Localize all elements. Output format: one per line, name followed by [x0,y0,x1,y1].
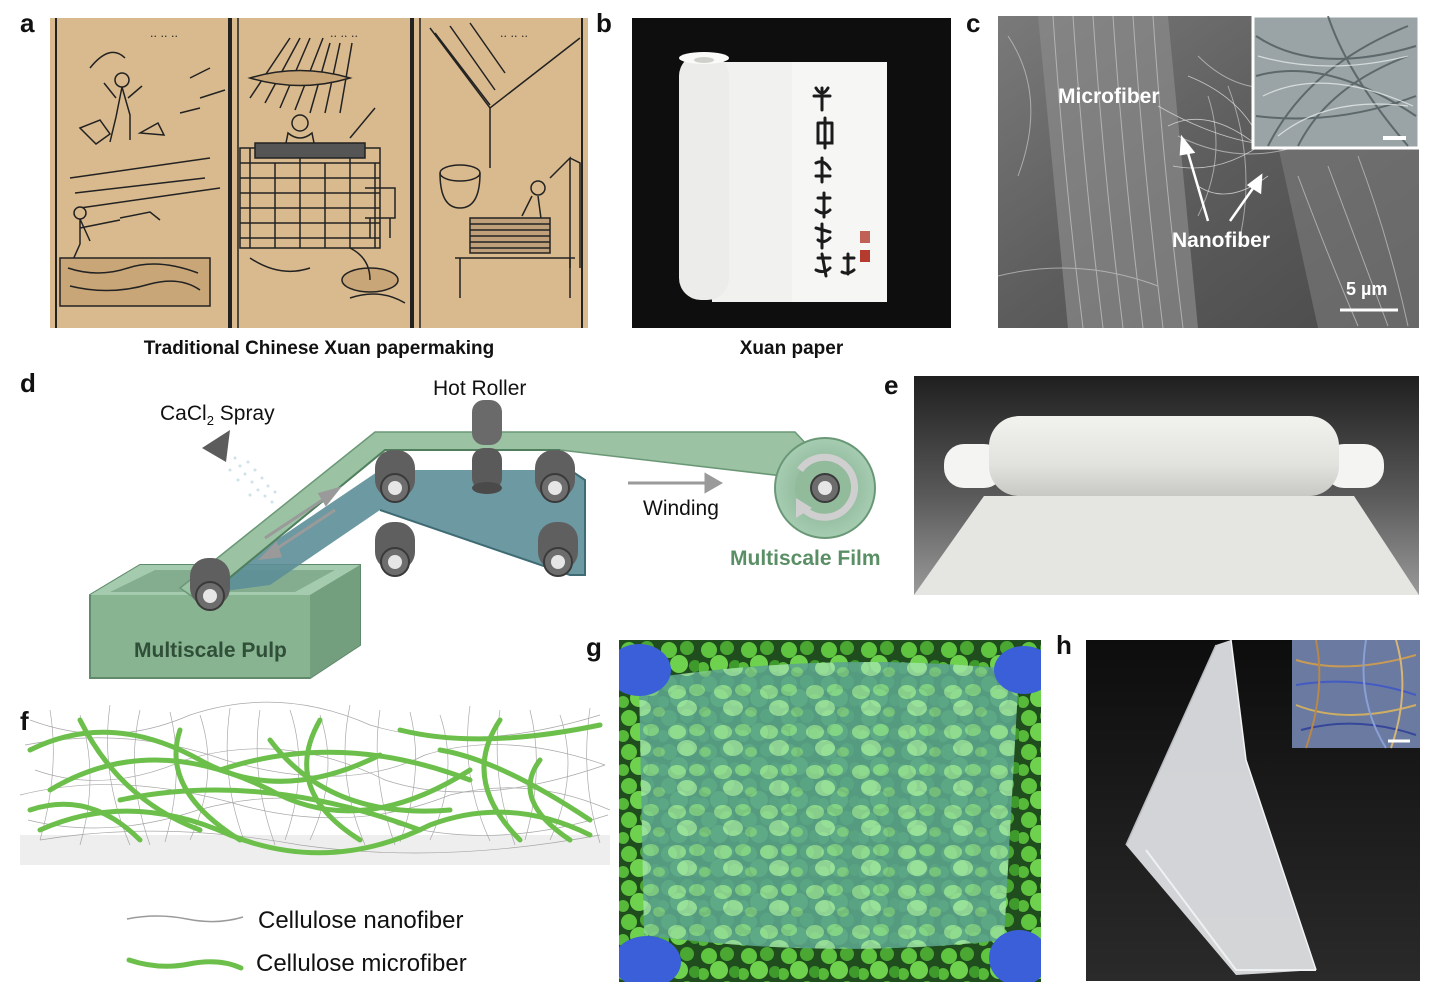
svg-text:·· ·· ··: ·· ·· ·· [500,30,528,43]
label-nanofiber: Nanofiber [1172,229,1271,252]
legend-nanofiber-label: Cellulose nanofiber [258,907,464,934]
legend-microfiber-label: Cellulose microfiber [256,950,467,977]
transparent-film-photo [619,640,1041,982]
panel-label-g: g [586,632,602,662]
scale-bar-label: 5 µm [1346,279,1388,299]
panel-label-d: d [20,368,36,398]
roll-to-roll-schematic: CaCl2 Spray Hot Roller Winding Multiscal… [80,370,900,685]
label-microfiber: Microfiber [1058,85,1160,108]
panel-label-h: h [1056,630,1072,660]
xuan-paper-photo [632,18,951,328]
panel-label-a: a [20,8,35,38]
label-winding: Winding [643,497,719,520]
papermaking-illustration: ·· ·· ·· ·· ·· ·· ·· ·· ·· [50,18,588,328]
legend-nanofiber-swatch [125,905,245,927]
panel-label-f: f [20,706,29,736]
caption-a: Traditional Chinese Xuan papermaking [143,338,495,359]
label-multiscale-pulp: Multiscale Pulp [134,639,287,662]
label-hot-roller: Hot Roller [433,377,527,400]
caption-b: Xuan paper [739,338,844,359]
panel-label-e: e [884,370,899,400]
panel-label-c: c [966,8,981,38]
flexible-film-photo [1086,640,1420,981]
fiber-network-render [20,700,610,870]
label-cacl2-spray: CaCl2 Spray [160,402,275,429]
svg-text:·· ·· ··: ·· ·· ·· [150,30,178,43]
label-multiscale-film: Multiscale Film [730,547,881,570]
panel-label-b: b [596,8,612,38]
sem-image: Microfiber Nanofiber 5 µm [998,16,1419,328]
svg-text:·· ·· ··: ·· ·· ·· [330,30,358,43]
legend-microfiber-swatch [125,950,245,972]
film-roll-photo [914,376,1419,595]
